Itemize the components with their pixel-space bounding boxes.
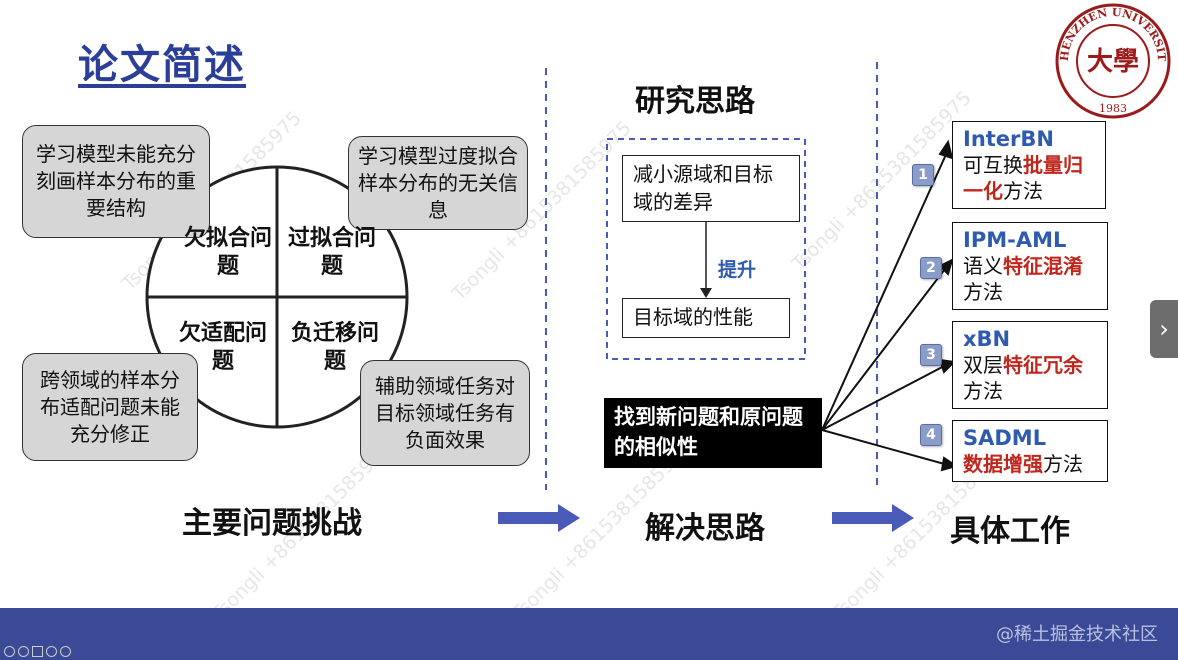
work-desc-highlight: 特征混淆 — [1003, 254, 1083, 278]
box-reduce-gap: 减小源域和目标域的差异 — [622, 155, 800, 222]
work-desc-post: 方法 — [1003, 179, 1043, 203]
work-desc-pre: 语义 — [963, 254, 1003, 278]
quad-underadapt: 欠适配问题 — [178, 321, 267, 374]
quad-underfit: 欠拟合问题 — [183, 226, 272, 279]
work-sadml: SADML 数据增强方法 — [952, 420, 1108, 482]
badge-1: 1 — [912, 164, 934, 186]
control-icon[interactable] — [4, 646, 15, 657]
works-label: 具体工作 — [950, 514, 1070, 549]
work-desc-pre: 双层 — [963, 353, 1003, 377]
quad-overfit: 过拟合问题 — [287, 226, 376, 279]
work-title: IPM-AML — [963, 228, 1067, 252]
bubble-overfit-desc: 学习模型过度拟合样本分布的无关信息 — [348, 136, 528, 230]
research-heading: 研究思路 — [635, 84, 755, 119]
work-title: SADML — [963, 426, 1047, 450]
badge-2: 2 — [920, 257, 942, 279]
solution-label: 解决思路 — [645, 511, 765, 546]
chevron-right-icon: › — [1159, 315, 1169, 343]
footer-credit: @稀土掘金技术社区 — [996, 624, 1158, 645]
control-icon[interactable] — [18, 646, 29, 657]
work-title: xBN — [963, 327, 1011, 351]
control-icon[interactable] — [60, 646, 71, 657]
work-desc-post: 方法 — [1043, 452, 1083, 476]
work-desc-highlight: 数据增强 — [963, 452, 1043, 476]
work-ipm-aml: IPM-AML 语义特征混淆方法 — [952, 222, 1108, 310]
box-similarity: 找到新问题和原问题的相似性 — [604, 398, 822, 468]
work-desc-pre: 可互换 — [963, 153, 1023, 177]
control-icon[interactable] — [32, 646, 43, 657]
work-desc-highlight: 批量归一化 — [963, 153, 1083, 203]
box-target-performance: 目标域的性能 — [622, 298, 790, 338]
bubble-negtransfer-desc: 辅助领域任务对目标领域任务有负面效果 — [360, 360, 530, 466]
work-desc-post: 方法 — [963, 280, 1003, 304]
work-desc-highlight: 特征冗余 — [1003, 353, 1083, 377]
control-icon[interactable] — [46, 646, 57, 657]
logo-year: 1983 — [1099, 102, 1127, 115]
next-slide-button[interactable]: › — [1150, 300, 1178, 358]
work-xbn: xBN 双层特征冗余方法 — [952, 321, 1108, 409]
work-desc-post: 方法 — [963, 379, 1003, 403]
footer-bar — [0, 608, 1178, 660]
work-title: InterBN — [963, 127, 1054, 151]
bubble-underadapt-desc: 跨领域的样本分布适配问题未能充分修正 — [22, 353, 198, 461]
page-title: 论文简述 — [78, 42, 246, 88]
challenges-label: 主要问题挑战 — [182, 506, 362, 541]
badge-4: 4 — [920, 424, 942, 446]
bubble-underfit-desc: 学习模型未能充分刻画样本分布的重要结构 — [22, 125, 210, 238]
improve-label: 提升 — [718, 259, 757, 281]
logo-seal-icon: SHENZHEN UNIVERSITY 1983 大學 — [1049, 0, 1171, 119]
logo-center: 大學 — [1087, 47, 1139, 77]
diagram-lines — [145, 62, 959, 532]
badge-3: 3 — [920, 344, 942, 366]
quad-negtransfer: 负迁移问题 — [290, 321, 379, 374]
player-controls — [4, 646, 71, 657]
work-interbn: InterBN 可互换批量归一化方法 — [952, 121, 1106, 209]
university-logo: SHENZHEN UNIVERSITY 1983 大學 — [1049, 0, 1172, 120]
